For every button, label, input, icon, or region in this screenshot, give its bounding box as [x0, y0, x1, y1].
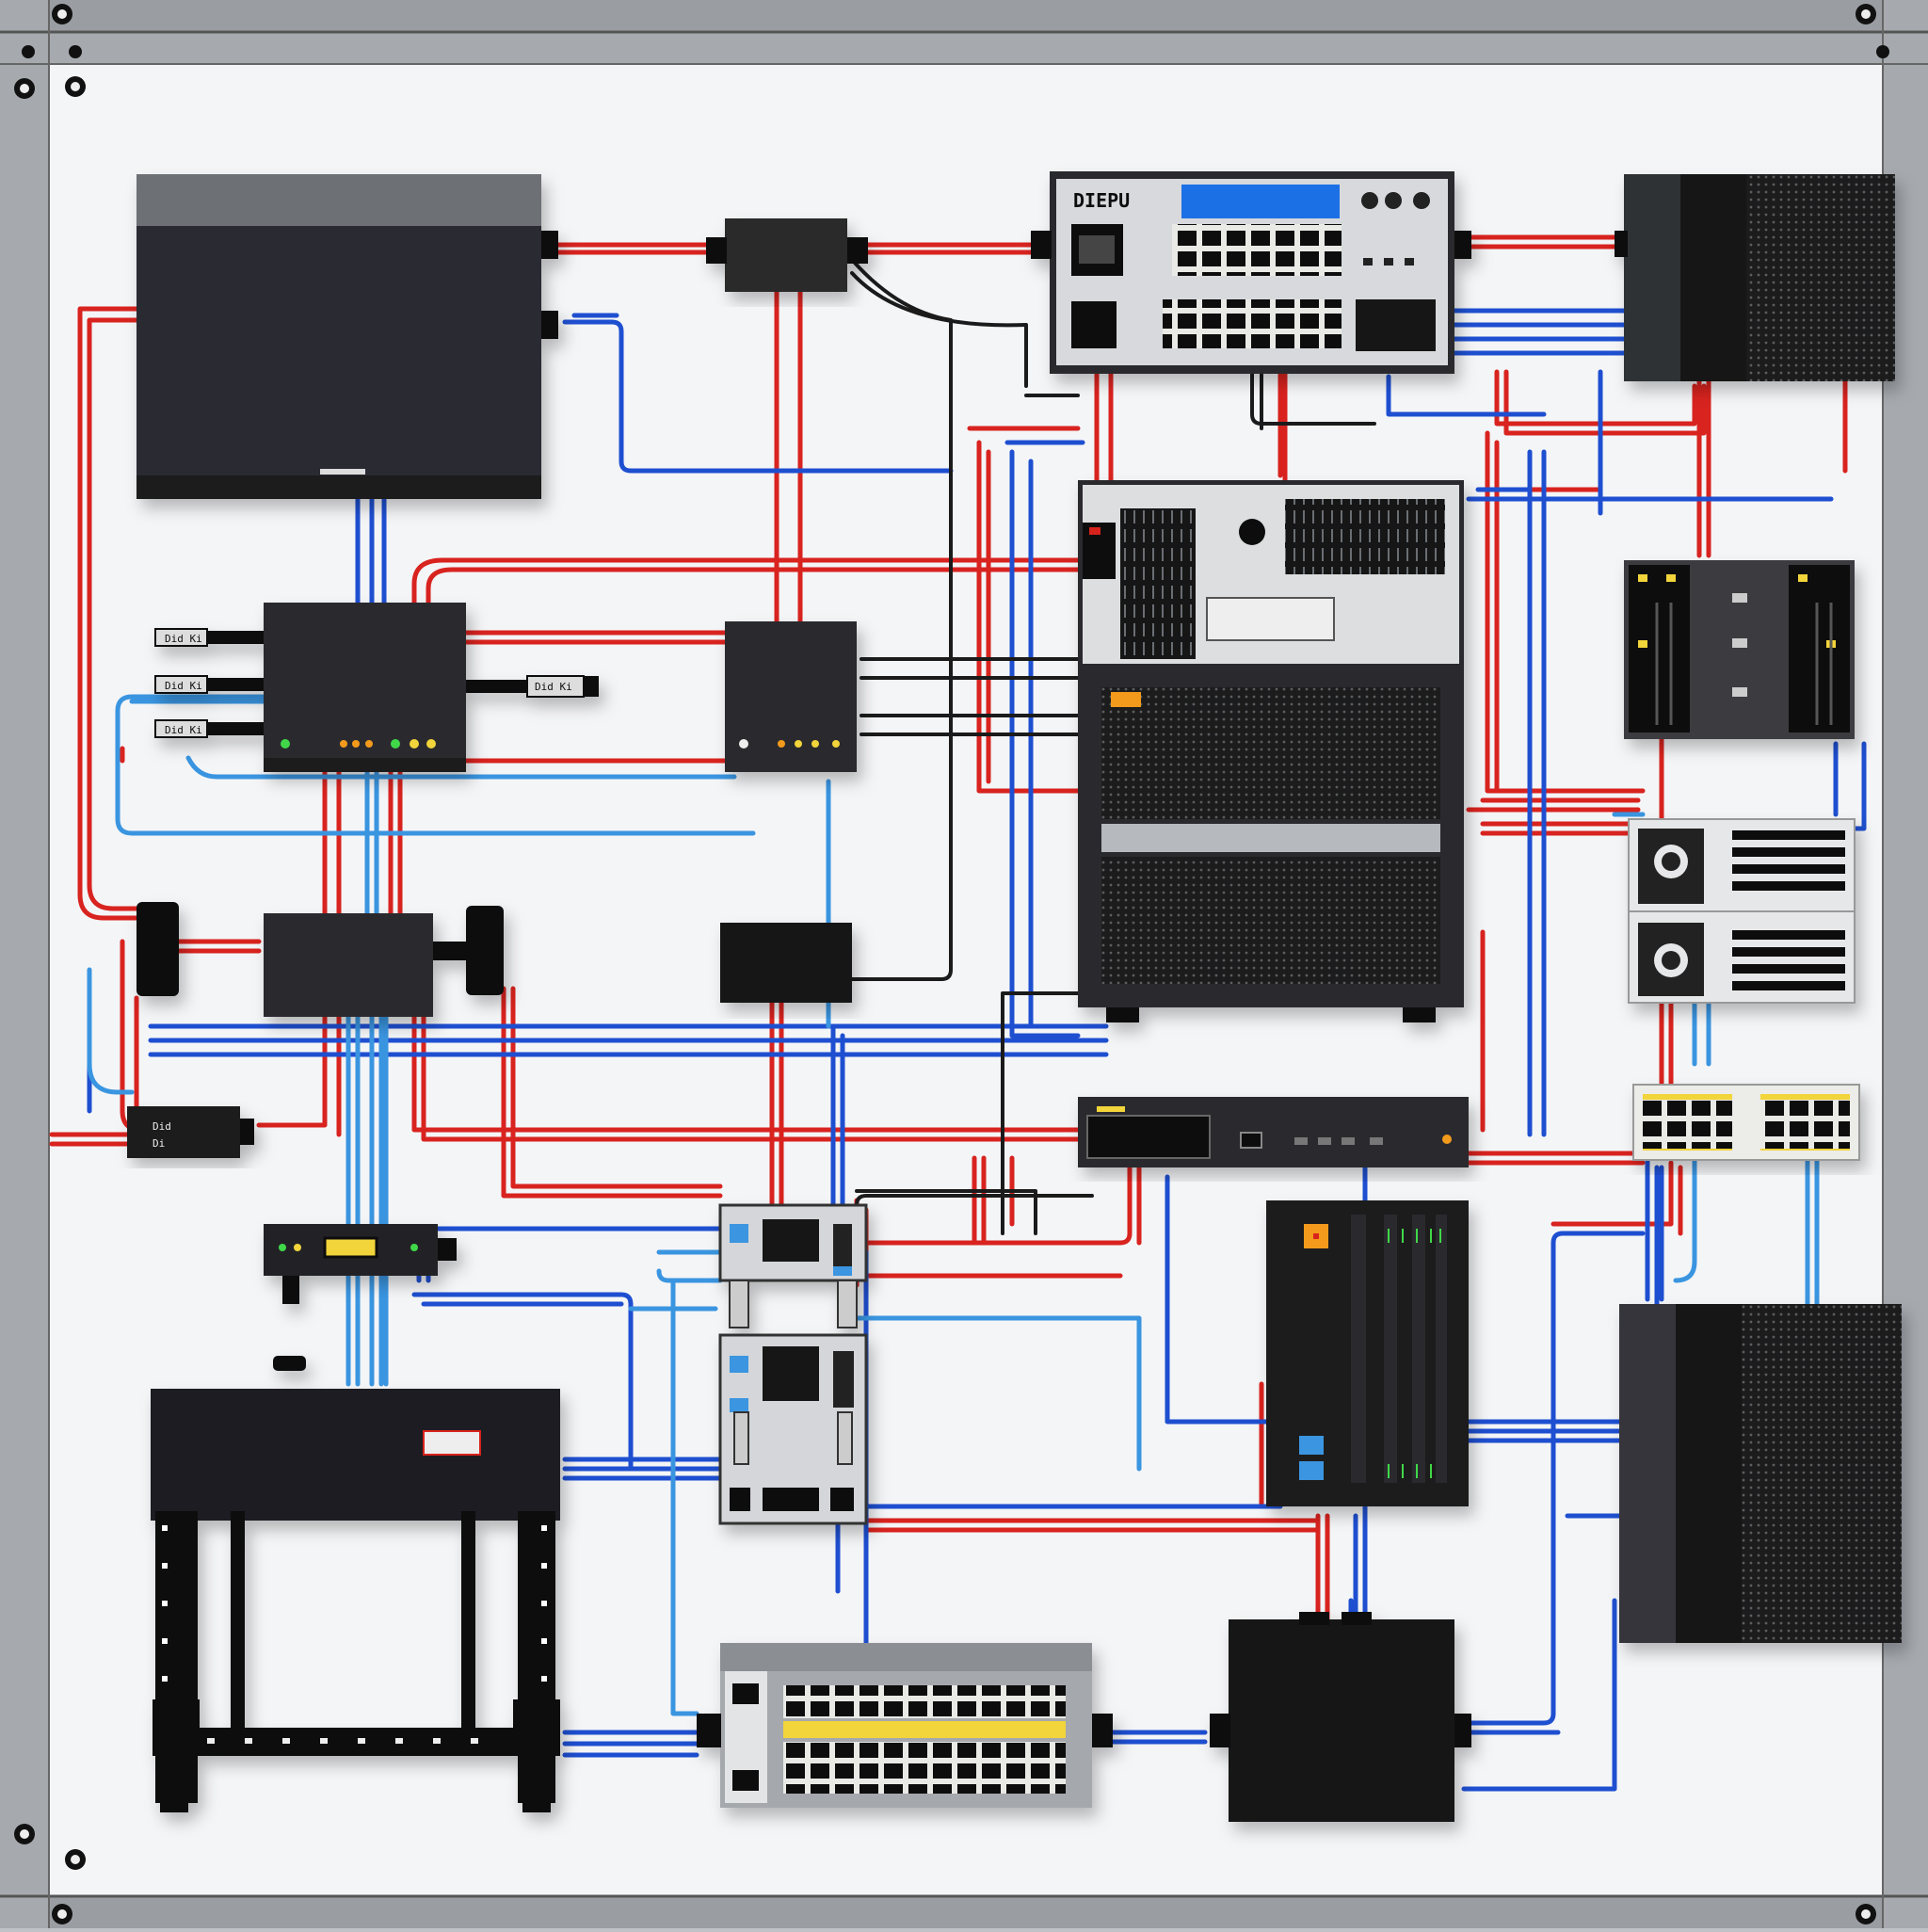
black-box-mid[interactable] — [720, 923, 852, 1003]
dual-module-mid[interactable] — [718, 1203, 868, 1525]
network-switch-top[interactable]: DIEPU — [1031, 171, 1471, 374]
status-leds — [739, 739, 840, 749]
dual-drive-unit[interactable] — [1624, 560, 1855, 739]
small-router[interactable] — [725, 621, 857, 772]
large-speaker-bottom-right[interactable] — [1619, 1304, 1902, 1643]
tiny-adapter[interactable]: Did Di — [127, 1106, 254, 1158]
adapter-plug[interactable]: Did Ki Did Ki Did Ki Did Ki — [154, 628, 599, 738]
rack-switch-1u[interactable] — [1078, 1097, 1469, 1167]
small-box-label: Did — [153, 1120, 171, 1133]
svg-text:Did Ki: Did Ki — [165, 633, 202, 645]
hub-device[interactable] — [264, 1224, 457, 1371]
svg-text:Did Ki: Did Ki — [165, 724, 202, 736]
router-label: DIEPU — [1073, 189, 1130, 212]
svg-text:Did Ki: Did Ki — [165, 680, 202, 692]
large-black-server[interactable] — [137, 174, 558, 499]
patch-panel-bottom[interactable] — [697, 1643, 1113, 1808]
modem-with-adapters[interactable]: Did Ki Did Ki Did Ki Did Ki — [154, 603, 599, 772]
power-button[interactable] — [1239, 519, 1265, 545]
ethernet-ports[interactable] — [1163, 299, 1342, 348]
nas-unit[interactable] — [1266, 1200, 1469, 1506]
power-strip[interactable] — [137, 902, 504, 1017]
status-knobs — [1361, 192, 1430, 209]
status-led — [1442, 1135, 1452, 1144]
small-box-sub: Di — [153, 1137, 165, 1150]
lcd-display — [1181, 185, 1340, 218]
patch-panel-right[interactable] — [1632, 1084, 1860, 1161]
svg-text:Did Ki: Did Ki — [535, 681, 572, 693]
equipment-rack[interactable] — [151, 1389, 560, 1812]
screw-icon — [14, 4, 1889, 1924]
inline-connector[interactable] — [706, 218, 868, 292]
ethernet-ports[interactable] — [1172, 224, 1342, 276]
black-box-bottom[interactable] — [1210, 1612, 1471, 1822]
status-leds — [1388, 1229, 1441, 1478]
speaker-box-top-right[interactable] — [1615, 174, 1895, 381]
fan-module[interactable] — [1628, 818, 1856, 1004]
tower-server[interactable] — [1078, 480, 1464, 1022]
status-leds — [281, 739, 436, 749]
